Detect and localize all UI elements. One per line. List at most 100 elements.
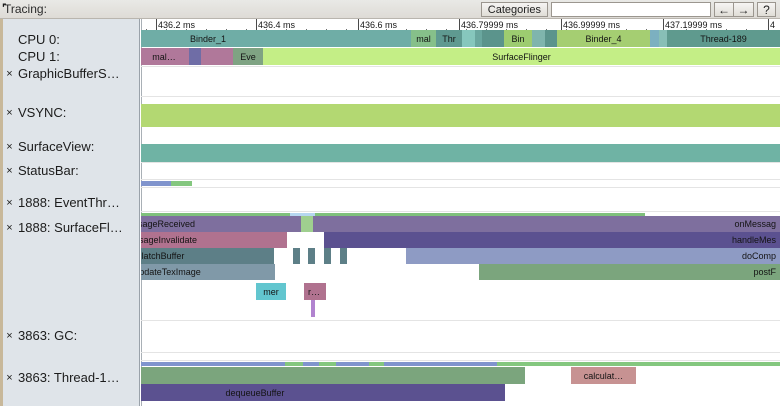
help-button[interactable]: ? bbox=[757, 2, 776, 17]
close-icon[interactable]: × bbox=[6, 67, 13, 80]
surfaceview-track bbox=[141, 127, 780, 144]
track-separator bbox=[141, 211, 780, 212]
close-icon[interactable]: × bbox=[6, 371, 13, 384]
trace-slice-unlabeled[interactable] bbox=[384, 362, 497, 366]
trace-slice[interactable]: handleMessageInvalidate bbox=[141, 232, 287, 248]
trace-slice-unlabeled[interactable] bbox=[303, 362, 319, 366]
sidebar-item-4[interactable]: ×SurfaceView: bbox=[0, 138, 94, 155]
trace-slice-unlabeled[interactable] bbox=[475, 30, 482, 47]
track-separator bbox=[141, 352, 780, 353]
trace-slice-unlabeled[interactable] bbox=[482, 30, 504, 47]
t1-row-dequeue: dequeueBuffer bbox=[141, 384, 780, 401]
trace-slice-unlabeled[interactable] bbox=[308, 248, 315, 264]
trace-slice[interactable]: mer bbox=[256, 283, 286, 300]
track-separator bbox=[141, 66, 780, 67]
trace-slice-unlabeled[interactable] bbox=[462, 30, 475, 47]
ruler-tick-major bbox=[459, 19, 460, 34]
sidebar-item-8[interactable]: × 3863: GC: bbox=[0, 327, 77, 344]
trace-slice-unlabeled[interactable] bbox=[141, 104, 780, 127]
sf-row-stems bbox=[141, 300, 780, 317]
close-icon[interactable]: × bbox=[6, 106, 13, 119]
trace-slice-unlabeled[interactable] bbox=[141, 144, 780, 162]
trace-slice[interactable]: Eve bbox=[233, 48, 263, 65]
trace-slice-unlabeled[interactable] bbox=[650, 30, 659, 47]
trace-slice[interactable]: Thread-189 bbox=[667, 30, 780, 47]
next-button[interactable]: → bbox=[734, 2, 754, 17]
trace-slice-unlabeled[interactable] bbox=[545, 30, 557, 47]
trace-slice-unlabeled[interactable] bbox=[141, 181, 171, 186]
statusbar-track bbox=[141, 144, 780, 162]
trace-slice-unlabeled[interactable] bbox=[532, 30, 545, 47]
trace-slice-unlabeled[interactable] bbox=[285, 362, 303, 366]
close-icon[interactable]: × bbox=[6, 140, 13, 153]
toolbar: Categories ← → ? bbox=[480, 0, 780, 19]
sidebar-item-label: StatusBar: bbox=[18, 163, 79, 178]
close-icon[interactable]: × bbox=[6, 164, 13, 177]
trace-slice-unlabeled[interactable] bbox=[319, 362, 336, 366]
close-icon[interactable]: × bbox=[6, 221, 13, 234]
sidebar-item-3[interactable]: ×VSYNC: bbox=[0, 104, 66, 121]
trace-slice[interactable]: Binder_1 bbox=[141, 30, 411, 47]
trace-slice[interactable]: dequeueBuffer bbox=[141, 384, 505, 401]
trace-slice-unlabeled[interactable] bbox=[141, 213, 290, 216]
trace-slice-unlabeled[interactable] bbox=[369, 362, 384, 366]
trace-slice-unlabeled[interactable] bbox=[290, 213, 315, 216]
sidebar-item-5[interactable]: × StatusBar: bbox=[0, 162, 79, 179]
sidebar-item-9[interactable]: ×3863: Thread-1… bbox=[0, 369, 119, 386]
trace-slice[interactable]: Binder_4 bbox=[557, 30, 650, 47]
trace-slice[interactable]: SurfaceFlinger bbox=[263, 48, 780, 65]
trace-slice[interactable]: Thr bbox=[436, 30, 462, 47]
trace-slice-unlabeled[interactable] bbox=[189, 48, 201, 65]
trace-slice[interactable]: onMessag bbox=[313, 216, 780, 232]
ruler-tick-major bbox=[156, 19, 157, 34]
trace-slice-unlabeled[interactable] bbox=[141, 367, 525, 384]
trace-slice-unlabeled[interactable] bbox=[336, 362, 369, 366]
sidebar-item-1[interactable]: CPU 1: bbox=[0, 48, 60, 65]
filter-input[interactable] bbox=[551, 2, 711, 17]
ruler-tick-major bbox=[663, 19, 664, 34]
close-icon[interactable]: × bbox=[6, 329, 13, 342]
trace-slice[interactable]: updateTexImage bbox=[141, 264, 275, 280]
trace-slice-unlabeled[interactable] bbox=[171, 181, 192, 186]
sidebar-item-2[interactable]: × GraphicBufferS… bbox=[0, 65, 120, 82]
trace-slice-unlabeled[interactable] bbox=[311, 300, 315, 317]
ruler-tick-major bbox=[358, 19, 359, 34]
trace-slice-unlabeled[interactable] bbox=[315, 213, 645, 216]
trace-slice[interactable]: calculat… bbox=[571, 367, 636, 384]
trace-slice-unlabeled[interactable] bbox=[497, 362, 780, 366]
ruler-tick-major bbox=[768, 19, 769, 34]
trace-slice[interactable]: r… bbox=[304, 283, 326, 300]
sidebar-item-7[interactable]: × 1888: SurfaceFl… bbox=[0, 219, 123, 236]
trace-slice[interactable]: onMessageReceived bbox=[141, 216, 301, 232]
track-separator bbox=[141, 320, 780, 321]
sidebar-item-label: 3863: GC: bbox=[18, 328, 78, 343]
trace-slice[interactable]: mal… bbox=[141, 48, 189, 65]
trace-slice[interactable]: Bin bbox=[504, 30, 532, 47]
trace-slice[interactable]: handleMes bbox=[324, 232, 780, 248]
trace-slice[interactable]: doComp bbox=[406, 248, 780, 264]
trace-slice-unlabeled[interactable] bbox=[293, 248, 300, 264]
sidebar-item-label: GraphicBufferS… bbox=[18, 66, 120, 81]
prev-button[interactable]: ← bbox=[714, 2, 734, 17]
trace-slice[interactable]: postF bbox=[479, 264, 780, 280]
trace-slice[interactable]: latchBuffer bbox=[141, 248, 274, 264]
sidebar-divider[interactable] bbox=[139, 19, 140, 406]
trace-slice-unlabeled[interactable] bbox=[301, 216, 313, 232]
track-separator bbox=[141, 96, 780, 97]
close-icon[interactable]: × bbox=[6, 196, 13, 209]
trace-slice-unlabeled[interactable] bbox=[324, 248, 331, 264]
trace-slice-unlabeled[interactable] bbox=[141, 362, 285, 366]
sidebar-item-label: 1888: SurfaceFl… bbox=[18, 220, 123, 235]
trace-slice-unlabeled[interactable] bbox=[201, 48, 233, 65]
trace-slice-unlabeled[interactable] bbox=[340, 248, 347, 264]
trace-slice-unlabeled[interactable] bbox=[659, 30, 667, 47]
categories-button[interactable]: Categories bbox=[480, 2, 548, 17]
sidebar-item-0[interactable]: CPU 0: bbox=[0, 31, 60, 48]
sidebar-item-6[interactable]: ×1888: EventThr… bbox=[0, 194, 120, 211]
ruler-tick-label: 436.2 ms bbox=[158, 20, 196, 30]
trace-slice[interactable]: mal bbox=[411, 30, 436, 47]
